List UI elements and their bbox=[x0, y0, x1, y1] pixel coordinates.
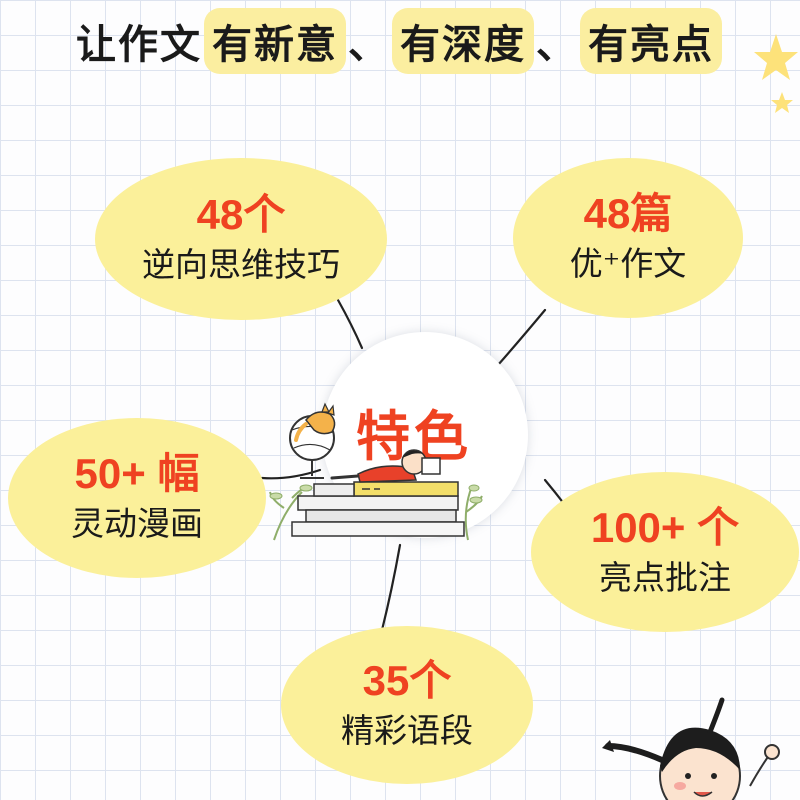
title-separator: 、 bbox=[536, 21, 578, 68]
feature-bubble-annotations: 100+ 个 亮点批注 bbox=[531, 472, 799, 632]
title-highlight-highlights: 有亮点 bbox=[580, 8, 722, 74]
cat-on-globe-illustration bbox=[289, 402, 336, 479]
page-title: 让作文有新意、有深度、有亮点 bbox=[0, 6, 800, 76]
feature-count: 35个 bbox=[362, 656, 452, 706]
title-highlight-novelty: 有新意 bbox=[204, 8, 346, 74]
feature-bubble-essays: 48篇 优⁺作文 bbox=[513, 158, 743, 318]
star-icon bbox=[754, 34, 798, 113]
feature-label: 优⁺作文 bbox=[569, 243, 687, 283]
feature-bubble-thinking-skills: 48个 逆向思维技巧 bbox=[95, 158, 387, 320]
feature-count: 48篇 bbox=[583, 189, 673, 239]
title-separator: 、 bbox=[348, 21, 390, 68]
feature-label: 精彩语段 bbox=[341, 710, 473, 750]
feature-bubble-comics: 50+ 幅 灵动漫画 bbox=[8, 418, 266, 578]
feature-bubble-passages: 35个 精彩语段 bbox=[281, 626, 533, 784]
title-lead: 让作文 bbox=[76, 21, 202, 68]
feature-label: 亮点批注 bbox=[599, 557, 731, 597]
feature-label: 灵动漫画 bbox=[71, 503, 203, 543]
feature-label: 逆向思维技巧 bbox=[142, 244, 340, 284]
feature-count: 48个 bbox=[196, 190, 286, 240]
feature-count: 100+ 个 bbox=[590, 503, 740, 553]
reading-boy-illustration bbox=[269, 402, 483, 541]
girl-character-illustration bbox=[602, 697, 780, 800]
title-highlight-depth: 有深度 bbox=[392, 8, 534, 74]
feature-count: 50+ 幅 bbox=[74, 449, 200, 499]
book-stack-illustration bbox=[291, 481, 465, 537]
